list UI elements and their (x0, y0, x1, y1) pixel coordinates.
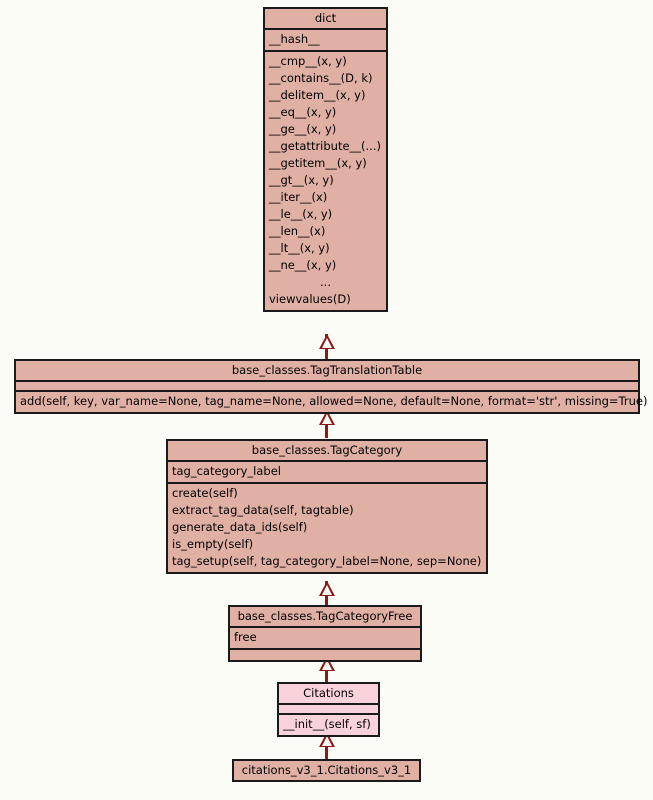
attribute-item: __hash__ (269, 32, 320, 46)
class-name-compartment: Citations (279, 684, 378, 705)
method-item: __eq__(x, y) (269, 105, 337, 119)
attribute-item: free (234, 630, 257, 644)
method-item: add(self, key, var_name=None, tag_name=N… (20, 394, 648, 408)
method-item: __getitem__(x, y) (269, 156, 367, 170)
method-item: __getattribute__(...) (269, 139, 381, 153)
class-name-label: Citations (303, 686, 354, 700)
method-item: __ge__(x, y) (269, 122, 337, 136)
method-item: tag_setup(self, tag_category_label=None,… (172, 554, 482, 568)
class-name-compartment: base_classes.TagTranslationTable (16, 361, 638, 382)
attributes-compartment: tag_category_label (168, 462, 486, 484)
class-name-label: base_classes.TagTranslationTable (231, 363, 423, 377)
method-item: __delitem__(x, y) (269, 88, 366, 102)
method-item: __le__(x, y) (269, 207, 333, 221)
class-name-label: citations_v3_1.Citations_v3_1 (241, 763, 412, 777)
method-item: __init__(self, sf) (283, 717, 371, 731)
method-item: __iter__(x) (269, 190, 328, 204)
method-item: viewvalues(D) (269, 292, 351, 306)
class-box-citations-v3-1[interactable]: citations_v3_1.Citations_v3_1 (232, 759, 421, 782)
class-name-label: base_classes.TagCategoryFree (237, 609, 413, 623)
class-box-tagtranslationtable[interactable]: base_classes.TagTranslationTable add(sel… (14, 359, 648, 414)
method-ellipsis: ... (320, 275, 331, 289)
method-item: __ne__(x, y) (269, 258, 337, 272)
class-name-label: dict (314, 11, 337, 25)
class-name-compartment: citations_v3_1.Citations_v3_1 (234, 761, 419, 780)
attribute-item: tag_category_label (172, 464, 281, 478)
method-item: create(self) (172, 486, 238, 500)
class-box-tagcategoryfree[interactable]: base_classes.TagCategoryFree free (228, 605, 422, 662)
class-name-compartment: base_classes.TagCategoryFree (230, 607, 420, 628)
attributes-compartment (16, 382, 638, 392)
class-box-tagcategory[interactable]: base_classes.TagCategory tag_category_la… (166, 439, 488, 574)
method-item: __contains__(D, k) (269, 71, 373, 85)
methods-compartment: create(self) extract_tag_data(self, tagt… (168, 484, 486, 572)
attributes-compartment: free (230, 628, 420, 650)
class-box-citations[interactable]: Citations __init__(self, sf) (277, 682, 380, 737)
class-name-label: base_classes.TagCategory (251, 443, 403, 457)
method-item: __lt__(x, y) (269, 241, 330, 255)
class-name-compartment: base_classes.TagCategory (168, 441, 486, 462)
methods-compartment: __init__(self, sf) (279, 715, 378, 735)
methods-compartment: add(self, key, var_name=None, tag_name=N… (16, 392, 648, 412)
method-item: __cmp__(x, y) (269, 54, 347, 68)
attributes-compartment (279, 705, 378, 715)
method-item: generate_data_ids(self) (172, 520, 308, 534)
attributes-compartment: __hash__ (265, 30, 386, 52)
method-item: is_empty(self) (172, 537, 254, 551)
methods-compartment: __cmp__(x, y) __contains__(D, k) __delit… (265, 52, 386, 310)
method-item: __gt__(x, y) (269, 173, 334, 187)
class-box-dict[interactable]: dict __hash__ __cmp__(x, y) __contains__… (263, 7, 388, 312)
method-item: __len__(x) (269, 224, 326, 238)
class-name-compartment: dict (265, 9, 386, 30)
method-item: extract_tag_data(self, tagtable) (172, 503, 354, 517)
methods-compartment (230, 650, 420, 660)
